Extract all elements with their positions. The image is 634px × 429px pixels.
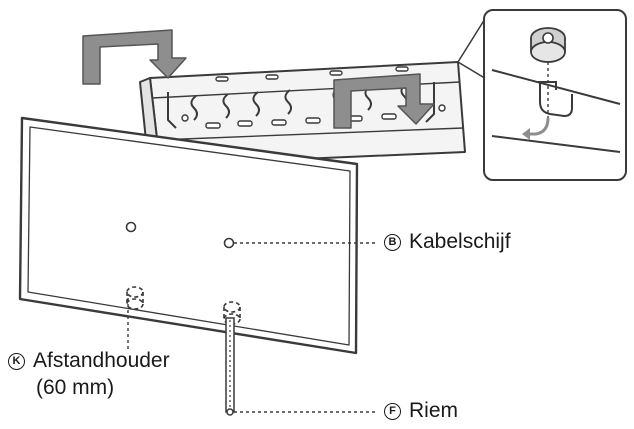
leader-lines	[127, 242, 378, 413]
spacer-detail: (60 mm)	[36, 376, 115, 399]
screw-hole-icon	[125, 221, 235, 249]
spacer-label: K Afstandhouder	[8, 349, 170, 373]
label-letter-badge: K	[8, 352, 25, 370]
label-letter-badge: B	[384, 233, 401, 251]
cable-disk-label: B Kabelschijf	[384, 230, 511, 254]
down-arrow-icon	[333, 73, 435, 129]
label-letter-badge: F	[384, 402, 401, 420]
hook-detail-icon	[456, 9, 627, 181]
down-arrow-icon	[82, 29, 187, 85]
cable-disk-text: Kabelschijf	[409, 230, 511, 253]
strap-icon	[225, 317, 235, 416]
tv-panel-icon	[18, 116, 359, 355]
strap-text: Riem	[409, 399, 459, 422]
spacer-text: Afstandhouder	[33, 349, 170, 372]
strap-label: F Riem	[384, 399, 458, 423]
